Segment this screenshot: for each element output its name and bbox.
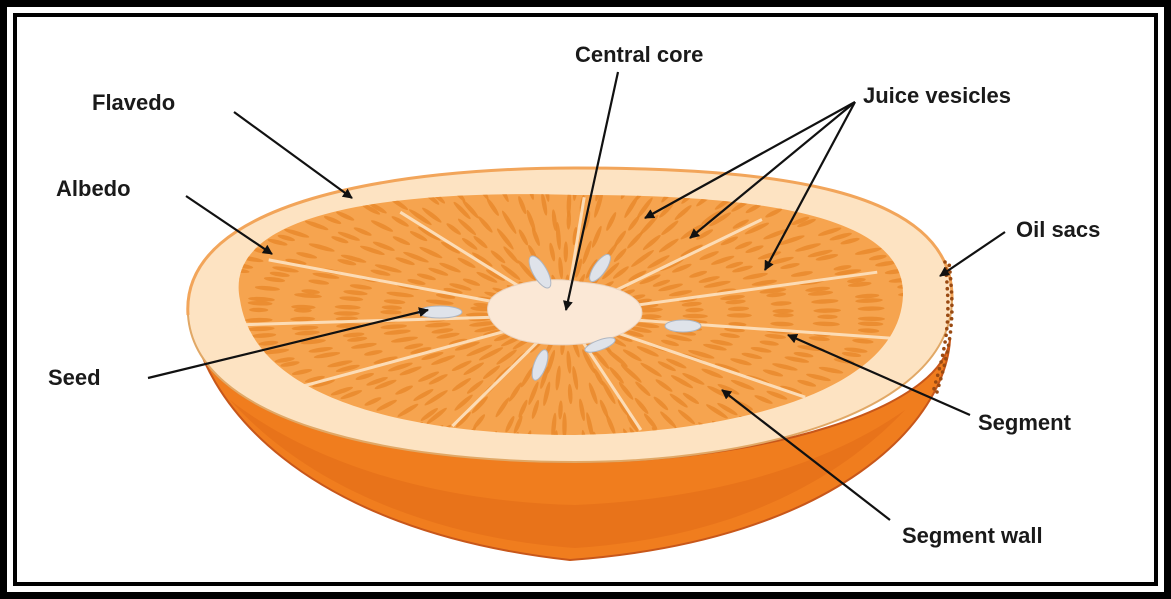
oil-sac [950, 290, 954, 294]
oil-sac [934, 380, 938, 384]
oil-sac [943, 260, 947, 264]
juice-vesicle [173, 353, 201, 360]
juice-vesicle [164, 336, 187, 342]
oil-sac [949, 330, 953, 334]
label-central-core: Central core [575, 42, 703, 67]
oil-sac [949, 284, 953, 288]
oil-sac [943, 340, 947, 344]
oil-sac [938, 367, 942, 371]
juice-vesicle [158, 320, 184, 325]
juice-vesicle [159, 297, 186, 302]
oil-sac [941, 354, 945, 358]
oil-sac [948, 264, 952, 268]
label-seed: Seed [48, 365, 101, 390]
oil-sac [932, 387, 936, 391]
oil-sac [944, 267, 948, 271]
juice-vesicle [773, 313, 794, 317]
juice-vesicle [727, 313, 752, 317]
oil-sac [945, 280, 949, 284]
seed [665, 320, 701, 332]
oil-sac [942, 347, 946, 351]
oil-sac [936, 374, 940, 378]
oil-sac [946, 287, 950, 291]
juice-vesicle [160, 296, 187, 302]
label-albedo: Albedo [56, 176, 131, 201]
label-flavedo: Flavedo [92, 90, 175, 115]
oil-sac [947, 344, 951, 348]
oil-sac [939, 377, 943, 381]
oil-sac [945, 327, 949, 331]
label-segment: Segment [978, 410, 1072, 435]
label-segment-wall: Segment wall [902, 523, 1043, 548]
oil-sac [944, 357, 948, 361]
oil-sac [950, 304, 954, 308]
oil-sac [946, 307, 950, 311]
juice-vesicle [161, 323, 181, 328]
oil-sac [946, 300, 950, 304]
central-core [488, 280, 642, 345]
oil-sac [946, 314, 950, 318]
oil-sac [949, 277, 953, 281]
label-juice-vesicles: Juice vesicles [863, 83, 1011, 108]
oil-sac [950, 310, 954, 314]
label-oil-sacs: Oil sacs [1016, 217, 1100, 242]
juice-vesicle [168, 345, 194, 352]
oil-sac [939, 360, 943, 364]
oil-sac [946, 350, 950, 354]
oil-sac [946, 320, 950, 324]
oil-sac [948, 337, 952, 341]
arrow-flavedo [234, 112, 352, 198]
juice-vesicle [175, 274, 194, 280]
arrow-oil-sacs [940, 232, 1005, 276]
oil-sac [946, 294, 950, 298]
oil-sac [935, 390, 939, 394]
oil-sac [937, 384, 941, 388]
seed [418, 306, 462, 318]
oil-sac [941, 370, 945, 374]
juice-vesicle [161, 308, 180, 313]
juice-vesicle [164, 338, 189, 344]
oil-sac [950, 297, 954, 301]
juice-vesicle [167, 287, 187, 293]
oil-sac [950, 317, 954, 321]
oil-sac [945, 274, 949, 278]
oil-sac [944, 334, 948, 338]
oil-sac [949, 324, 953, 328]
oil-sac [943, 364, 947, 368]
